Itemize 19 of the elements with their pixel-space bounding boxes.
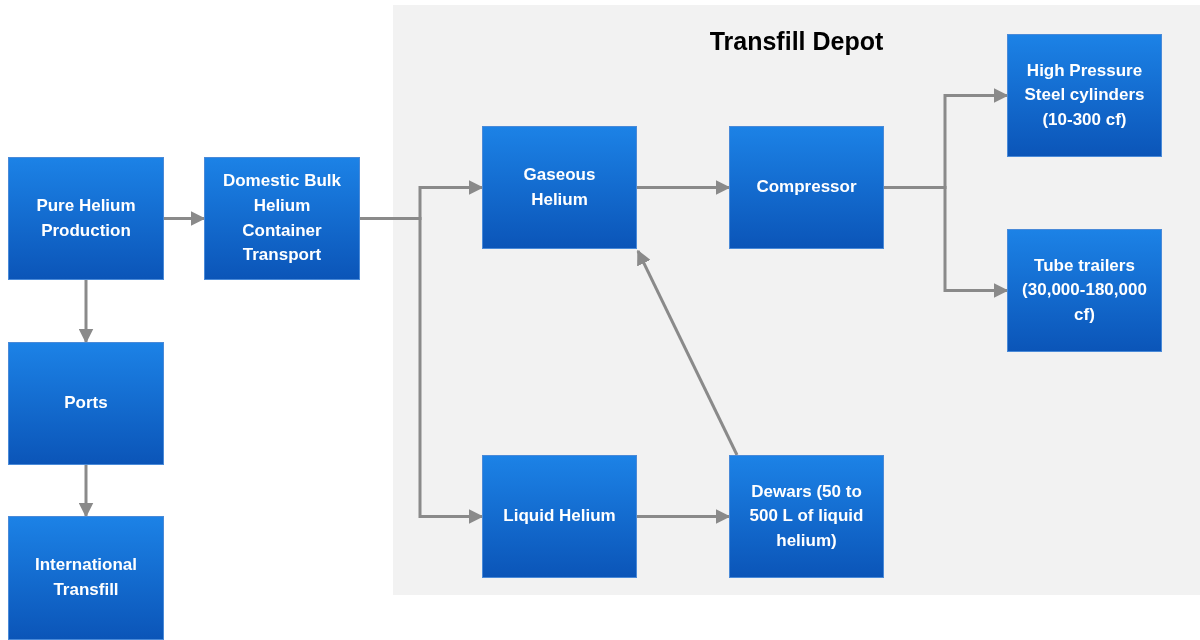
arrow [78, 465, 94, 518]
arrow [884, 186, 1009, 298]
process-box: Tube trailers (30,000-180,000 cf) [1007, 229, 1162, 352]
process-box: High Pressure Steel cylinders (10-300 cf) [1007, 34, 1162, 157]
process-box: Liquid Helium [482, 455, 637, 578]
process-box: Ports [8, 342, 164, 465]
arrow [636, 249, 739, 456]
process-box: Pure Helium Production [8, 157, 164, 280]
process-box: Compressor [729, 126, 884, 249]
process-box: Gaseous Helium [482, 126, 637, 249]
arrow [78, 280, 94, 344]
process-box: Dewars (50 to 500 L of liquid helium) [729, 455, 884, 578]
arrow [164, 211, 206, 226]
process-box: Domestic Bulk Helium Container Transport [204, 157, 360, 280]
arrow [637, 509, 731, 524]
panel-title: Transfill Depot [708, 27, 885, 56]
arrow [637, 180, 731, 195]
depot-panel [393, 5, 1200, 595]
process-box: International Transfill [8, 516, 164, 640]
